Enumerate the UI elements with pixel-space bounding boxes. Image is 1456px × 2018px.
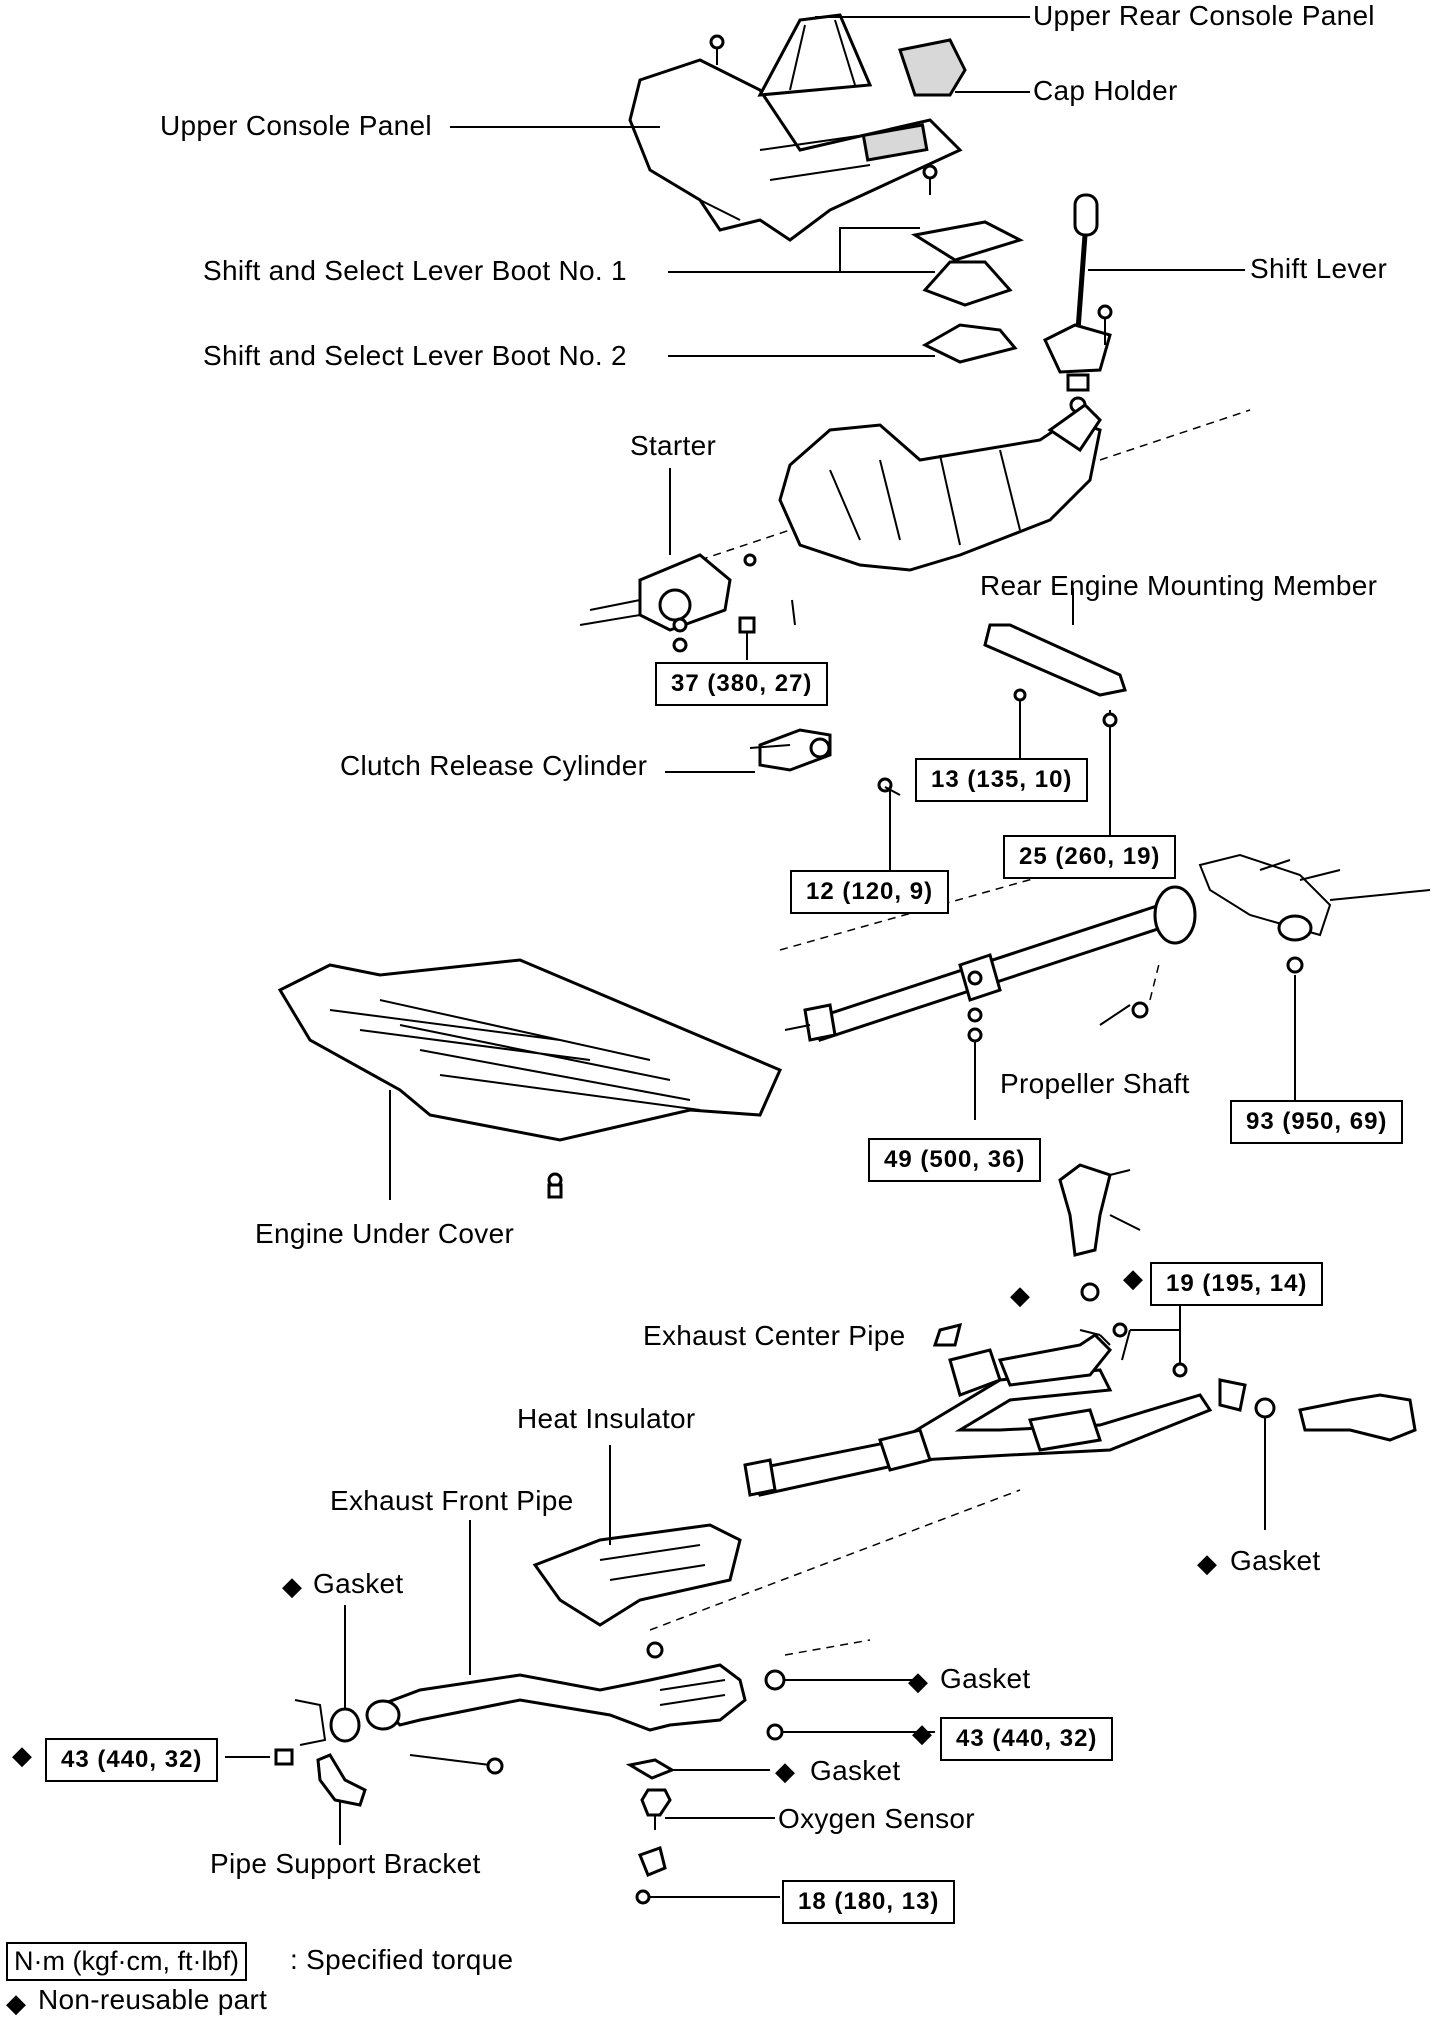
nonreusable-diamond-icon: ◆ xyxy=(1010,1280,1030,1310)
cap-holder-drawing xyxy=(898,38,967,97)
torque-box-center-pipe: 19 (195, 14) xyxy=(1150,1262,1324,1306)
pipe-support-bracket-label: Pipe Support Bracket xyxy=(210,1848,481,1879)
transmission-drawing xyxy=(699,403,1251,572)
leader-boot1 xyxy=(668,227,920,273)
tailpipe-drawing xyxy=(1254,1393,1417,1530)
front-gasket-bracket-drawing xyxy=(274,1605,367,1845)
exhaust-front-pipe-label: Exhaust Front Pipe xyxy=(330,1485,574,1516)
nonreusable-diamond-icon: ◆ xyxy=(1123,1263,1143,1293)
nonreusable-diamond-icon: ◆ xyxy=(12,1740,32,1770)
legend-units-box: N·m (kgf·cm, ft·lbf) xyxy=(6,1942,247,1981)
upper-console-panel-drawing xyxy=(628,58,963,242)
boot-no2-label: Shift and Select Lever Boot No. 2 xyxy=(203,340,627,371)
torque-box-front-pipe-right: 43 (440, 32) xyxy=(940,1717,1114,1761)
oxygen-sensor-label: Oxygen Sensor xyxy=(778,1803,975,1834)
legend-nonreusable-label: Non-reusable part xyxy=(38,1984,268,2015)
heat-insulator-drawing xyxy=(532,1523,742,1659)
nonreusable-diamond-icon: ◆ xyxy=(912,1718,932,1748)
heat-insulator-label: Heat Insulator xyxy=(517,1403,696,1434)
legend-units-desc: : Specified torque xyxy=(290,1944,514,1975)
gasket-label-tail: Gasket xyxy=(1230,1545,1321,1576)
clutch-release-cylinder-label: Clutch Release Cylinder xyxy=(340,750,648,781)
propeller-shaft-drawing xyxy=(779,859,1197,1120)
exhaust-center-pipe-drawing xyxy=(743,1322,1247,1497)
torque-box-mounting-bolt: 25 (260, 19) xyxy=(1003,835,1177,879)
torque-box-oxygen-sensor: 18 (180, 13) xyxy=(782,1880,956,1924)
nonreusable-diamond-icon: ◆ xyxy=(775,1756,795,1786)
torque-box-starter: 37 (380, 27) xyxy=(655,662,829,706)
rear-engine-mounting-member-label: Rear Engine Mounting Member xyxy=(980,570,1378,601)
torque-box-front-pipe-left: 43 (440, 32) xyxy=(45,1738,219,1782)
upper-rear-console-panel-label: Upper Rear Console Panel xyxy=(1033,0,1375,31)
upper-console-panel-label: Upper Console Panel xyxy=(160,110,432,141)
nonreusable-diamond-icon: ◆ xyxy=(282,1571,302,1601)
cap-holder-label: Cap Holder xyxy=(1033,75,1178,106)
torque-box-mounting-member: 13 (135, 10) xyxy=(915,758,1089,802)
torque-box-clutch-cylinder: 12 (120, 9) xyxy=(790,870,950,914)
shift-lever-label: Shift Lever xyxy=(1250,253,1388,284)
boot-no1-label: Shift and Select Lever Boot No. 1 xyxy=(203,255,627,286)
propeller-shaft-label: Propeller Shaft xyxy=(1000,1068,1190,1099)
nonreusable-diamond-icon: ◆ xyxy=(1197,1548,1217,1578)
engine-under-cover-label: Engine Under Cover xyxy=(255,1218,515,1249)
rear-engine-mounting-member-drawing xyxy=(983,623,1127,835)
starter-drawing xyxy=(579,553,757,653)
gasket-label-rear-front-pipe: Gasket xyxy=(940,1663,1031,1694)
oxygen-sensor-drawing xyxy=(625,1758,676,1905)
engine-under-cover-drawing xyxy=(277,958,782,1200)
upper-rear-console-panel-drawing xyxy=(757,13,873,97)
starter-label: Starter xyxy=(630,430,717,461)
gasket-label-front: Gasket xyxy=(313,1568,404,1599)
torque-box-body-mount: 93 (950, 69) xyxy=(1230,1100,1404,1144)
boot-no2-drawing xyxy=(921,323,1018,364)
clutch-release-cylinder-drawing xyxy=(749,728,901,870)
exhaust-front-pipe-drawing xyxy=(365,1663,786,1775)
gasket-label-oxygen: Gasket xyxy=(810,1755,901,1786)
upper-pipe-drawing xyxy=(1058,1163,1188,1378)
shift-lever-drawing xyxy=(1043,193,1113,414)
body-mount-drawing xyxy=(1198,853,1431,1100)
boot-no1-drawing xyxy=(910,220,1024,307)
nonreusable-diamond-icon: ◆ xyxy=(908,1666,928,1696)
nonreusable-diamond-icon: ◆ xyxy=(6,1988,26,2018)
exhaust-center-pipe-label: Exhaust Center Pipe xyxy=(643,1320,906,1351)
torque-box-propeller-shaft: 49 (500, 36) xyxy=(868,1138,1042,1182)
